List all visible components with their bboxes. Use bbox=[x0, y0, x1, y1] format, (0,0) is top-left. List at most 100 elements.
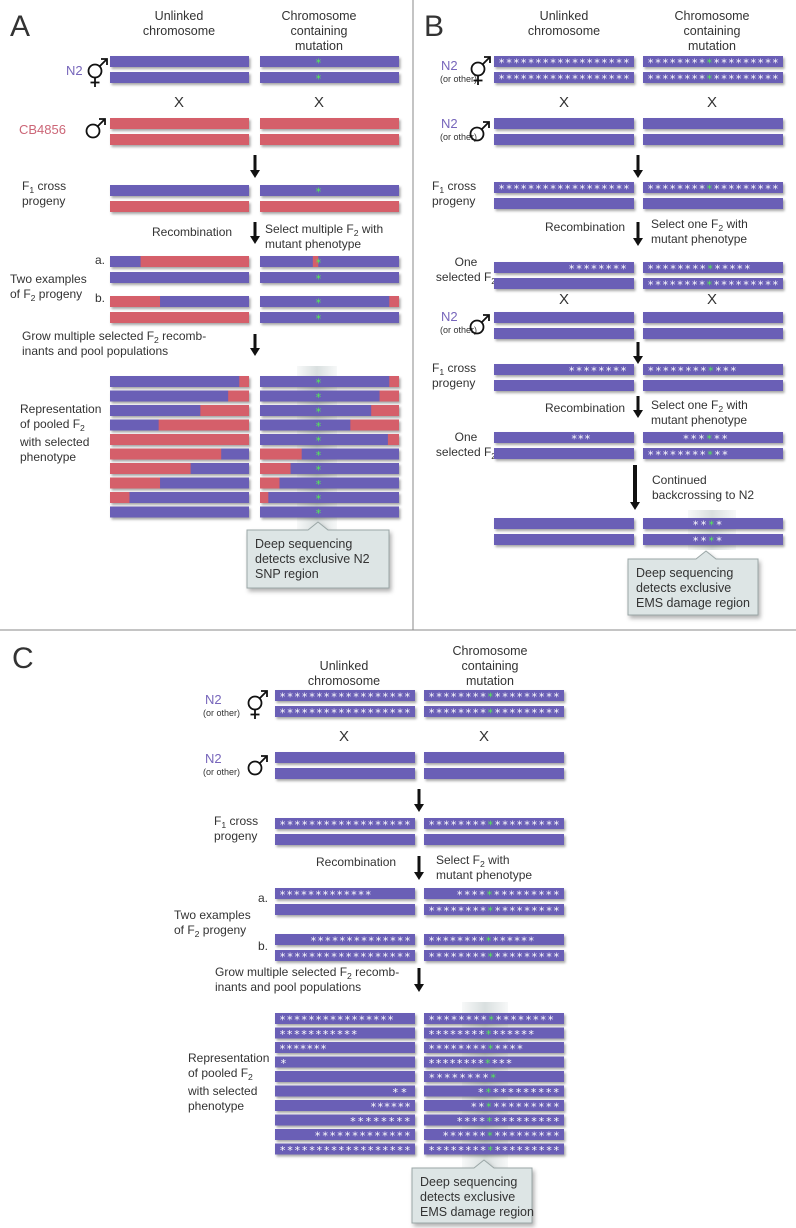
ems-mutation-asterisk: * bbox=[345, 691, 352, 704]
chromosome-bar: ****************** bbox=[643, 56, 783, 70]
ems-mutation-asterisk: * bbox=[436, 707, 443, 720]
ems-mutation-asterisk: * bbox=[458, 951, 465, 964]
ems-mutation-asterisk: * bbox=[404, 819, 411, 832]
ems-mutation-asterisk: * bbox=[524, 1130, 531, 1143]
ems-mutation-asterisk: * bbox=[309, 707, 316, 720]
ems-mutation-asterisk: * bbox=[353, 691, 360, 704]
ems-mutation-asterisk: * bbox=[691, 183, 698, 196]
ems-mutation-asterisk: * bbox=[515, 1086, 522, 1099]
ems-mutation-asterisk: * bbox=[728, 57, 735, 70]
ems-mutation-asterisk: * bbox=[553, 1101, 560, 1114]
ems-mutation-asterisk: * bbox=[494, 707, 501, 720]
ems-mutation-asterisk: * bbox=[389, 951, 396, 964]
ems-mutation-asterisk: * bbox=[677, 449, 684, 462]
ems-mutation-asterisk: * bbox=[502, 1144, 509, 1157]
ems-mutation-asterisk: * bbox=[458, 1144, 465, 1157]
chromosome-bar bbox=[110, 312, 249, 323]
ems-mutation-asterisk: * bbox=[353, 935, 360, 948]
male-symbol-icon bbox=[247, 755, 268, 776]
ems-mutation-asterisk: * bbox=[509, 707, 516, 720]
ems-mutation-asterisk: * bbox=[670, 449, 677, 462]
ems-mutation-asterisk: * bbox=[301, 707, 308, 720]
mutation-marker: * bbox=[315, 449, 322, 462]
ems-mutation-asterisk: * bbox=[344, 1130, 351, 1143]
chromosome-bar bbox=[494, 198, 634, 209]
ems-mutation-asterisk: * bbox=[670, 263, 677, 276]
ems-mutation-asterisk: * bbox=[700, 535, 707, 548]
strain-n2-label: N2 bbox=[441, 309, 458, 324]
ems-mutation-asterisk: * bbox=[700, 365, 707, 378]
ems-mutation-asterisk: * bbox=[516, 1130, 523, 1143]
male-symbol-icon bbox=[469, 121, 490, 142]
ems-mutation-asterisk: * bbox=[735, 183, 742, 196]
ems-mutation-asterisk: * bbox=[692, 263, 699, 276]
ems-mutation-asterisk: * bbox=[451, 1014, 458, 1027]
pooled-chromosome-bar bbox=[110, 448, 249, 460]
chromosome-bar bbox=[110, 56, 249, 67]
ems-mutation-asterisk: * bbox=[494, 889, 501, 902]
ems-mutation-asterisk: * bbox=[464, 1115, 471, 1128]
strain-n2-label: N2 bbox=[66, 63, 83, 78]
ems-mutation-asterisk: * bbox=[472, 1043, 479, 1056]
ems-mutation-asterisk: * bbox=[547, 1014, 554, 1027]
ems-mutation-asterisk: * bbox=[514, 935, 521, 948]
chromosome-bar: ****************** bbox=[424, 818, 564, 832]
ems-mutation-asterisk: * bbox=[757, 57, 764, 70]
ems-mutation-asterisk: * bbox=[322, 889, 329, 902]
ems-mutation-asterisk: * bbox=[623, 183, 630, 196]
ems-mutation-asterisk: * bbox=[301, 889, 308, 902]
chromosome-bar: ****************** bbox=[643, 182, 783, 196]
ems-mutation-asterisk: * bbox=[523, 1086, 530, 1099]
ems-mutation-asterisk: * bbox=[495, 1043, 502, 1056]
ems-mutation-asterisk: * bbox=[325, 935, 332, 948]
grow-pool-label: Grow multiple selected F2 recomb-inants … bbox=[22, 329, 206, 358]
ems-mutation-asterisk: * bbox=[472, 951, 479, 964]
recombination-label: Recombination bbox=[316, 855, 396, 869]
ems-mutation-asterisk: * bbox=[397, 691, 404, 704]
ems-mutation-asterisk: * bbox=[345, 951, 352, 964]
ems-mutation-asterisk: * bbox=[708, 519, 715, 532]
chromosome-bar bbox=[494, 118, 634, 129]
ems-mutation-asterisk: * bbox=[294, 889, 301, 902]
ems-mutation-asterisk: * bbox=[677, 263, 684, 276]
ems-mutation-asterisk: * bbox=[436, 905, 443, 918]
ems-mutation-asterisk: * bbox=[459, 1072, 466, 1085]
chromosome-bar: *********** bbox=[643, 448, 783, 462]
ems-mutation-asterisk: * bbox=[743, 183, 750, 196]
ems-mutation-asterisk: * bbox=[357, 1115, 364, 1128]
pooled-chromosome-bar: ********* bbox=[424, 1071, 564, 1085]
ems-mutation-asterisk: * bbox=[503, 1014, 510, 1027]
ems-mutation-asterisk: * bbox=[586, 73, 593, 86]
chromosome-bar bbox=[494, 278, 634, 289]
ems-mutation-asterisk: * bbox=[389, 1144, 396, 1157]
pooled-chromosome-bar: * bbox=[260, 477, 399, 491]
ems-mutation-asterisk: * bbox=[722, 365, 729, 378]
ems-mutation-asterisk: * bbox=[744, 263, 751, 276]
ems-mutation-asterisk: * bbox=[294, 707, 301, 720]
ems-mutation-asterisk: * bbox=[314, 1130, 321, 1143]
ems-mutation-asterisk: * bbox=[450, 1130, 457, 1143]
ems-mutation-asterisk: * bbox=[546, 1130, 553, 1143]
ems-mutation-asterisk: * bbox=[586, 57, 593, 70]
ems-mutation-asterisk: * bbox=[382, 1144, 389, 1157]
ems-mutation-asterisk: * bbox=[465, 819, 472, 832]
ems-mutation-asterisk: * bbox=[443, 691, 450, 704]
ems-mutation-asterisk: * bbox=[464, 1028, 471, 1041]
ems-mutation-asterisk: * bbox=[568, 365, 575, 378]
ems-mutation-asterisk: * bbox=[684, 73, 691, 86]
ems-mutation-asterisk: * bbox=[737, 263, 744, 276]
pooled-chromosome-bar: *************** bbox=[424, 1027, 564, 1041]
chromosome-bar bbox=[643, 380, 783, 391]
ems-mutation-asterisk: * bbox=[322, 1028, 329, 1041]
ems-mutation-asterisk: * bbox=[479, 1115, 486, 1128]
ems-mutation-asterisk: * bbox=[495, 1014, 502, 1027]
ems-mutation-asterisk: * bbox=[584, 433, 591, 446]
pooled-chromosome-bar: * bbox=[260, 419, 399, 433]
ems-mutation-asterisk: * bbox=[538, 707, 545, 720]
ems-mutation-asterisk: * bbox=[365, 889, 372, 902]
ems-mutation-asterisk: * bbox=[743, 279, 750, 292]
